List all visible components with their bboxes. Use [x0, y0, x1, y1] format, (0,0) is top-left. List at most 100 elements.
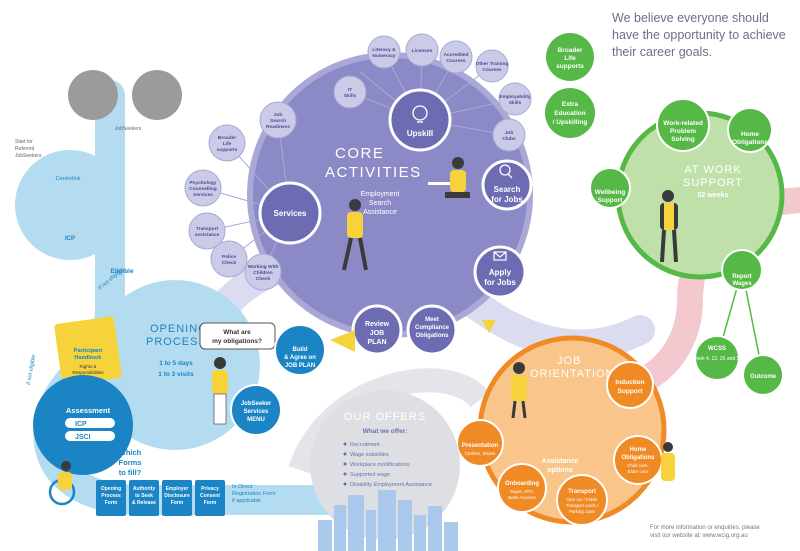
services-satellite-label: Psychology: [190, 180, 217, 186]
services-satellite[interactable]: [184, 169, 222, 207]
handbook-4: Responsibilities: [72, 370, 104, 375]
person-walking: [342, 199, 368, 271]
opening-title-2: PROCESS: [146, 336, 207, 348]
upskill-satellite-label: Job: [505, 130, 514, 136]
centrelink-label: Centrelink: [56, 176, 81, 182]
direct-reg-3: if applicable: [232, 498, 261, 504]
upskill-satellite[interactable]: [498, 82, 532, 116]
jsci-pill[interactable]: [65, 431, 115, 441]
upskill-satellite[interactable]: [492, 118, 526, 152]
build-job-plan-node[interactable]: [274, 324, 326, 376]
core-activities-circle: [250, 55, 530, 335]
services-satellite-label: Children: [253, 270, 273, 276]
at-work-title-1: AT WORK: [684, 164, 741, 176]
offer-item: Workplace modifications: [350, 462, 410, 468]
report-wages-node[interactable]: [721, 249, 763, 291]
upskill-satellite[interactable]: [439, 40, 473, 74]
job-or-title-1: JOB: [557, 355, 581, 367]
wellbeing-node[interactable]: [589, 167, 631, 209]
forms-q-1: Which: [119, 448, 142, 457]
onboarding-node[interactable]: [497, 463, 547, 513]
induction-1: Induction: [615, 379, 644, 386]
footer-line-1: For more information or enquiries, pleas…: [650, 525, 760, 531]
employment-search-2: Search: [369, 200, 391, 207]
wcss-node[interactable]: [694, 335, 740, 381]
at-work-weeks: 52 weeks: [698, 192, 729, 199]
upskill-satellite-label: Numeracy: [372, 53, 396, 59]
presentation-node[interactable]: [456, 419, 504, 467]
upskill-satellite-label: Courses: [446, 58, 466, 64]
services-satellite-label: Police: [222, 254, 236, 260]
form-card[interactable]: [96, 480, 126, 516]
extra-education-node[interactable]: [545, 88, 595, 138]
form-card-label: Form: [204, 500, 217, 506]
services-satellite[interactable]: [208, 124, 246, 162]
icp-label: ICP: [75, 421, 87, 428]
meet-compliance-node[interactable]: [406, 304, 458, 356]
person-opening: [212, 357, 228, 425]
form-card-label: Process: [101, 493, 121, 499]
services-satellite[interactable]: [244, 253, 282, 291]
upskill-satellite[interactable]: [405, 33, 439, 67]
upskill-satellite-label: Literacy &: [372, 47, 396, 53]
work-problem-1: Work-related: [663, 120, 703, 127]
search-for-jobs-node[interactable]: [481, 159, 533, 211]
jobseeker-services-menu-node[interactable]: [230, 384, 282, 436]
offer-item: Recruitment: [350, 442, 380, 448]
onboarding-2: Super, ATO,: [510, 489, 534, 494]
broader-life-node[interactable]: [546, 33, 594, 81]
report-wages-1: Report: [732, 274, 751, 280]
offer-bullet: [343, 442, 347, 446]
build-3: JOB PLAN: [285, 363, 315, 369]
form-card[interactable]: [129, 480, 159, 516]
report-wages-2: Wages: [732, 281, 752, 287]
review-job-plan-node[interactable]: [351, 304, 403, 356]
core-title-1: CORE: [335, 145, 384, 162]
wellbeing-2: Support: [598, 197, 624, 204]
form-card[interactable]: [195, 480, 225, 516]
upskill-satellite[interactable]: [475, 49, 509, 83]
form-card-label: Disclosure: [164, 493, 190, 499]
upskill-satellite[interactable]: [367, 35, 401, 69]
upskill-satellite-label: Clubs: [502, 136, 516, 142]
build-1: Build: [293, 347, 308, 353]
left-loop-circle: [15, 150, 125, 260]
offers-subtitle: What we offer:: [363, 428, 408, 435]
offer-bullet: [343, 472, 347, 476]
services-satellite-label: Search: [270, 118, 286, 124]
home-ob-green-2: Obligations: [732, 139, 768, 146]
review-label-1: Review: [365, 321, 390, 328]
apply-label-1: Apply: [489, 268, 512, 277]
outcome-node[interactable]: [742, 354, 784, 396]
broader-life-3: supports: [556, 63, 584, 70]
services-satellite-label: Broader: [218, 135, 237, 141]
work-problem-node[interactable]: [656, 98, 710, 152]
home-obligations-green-node[interactable]: [727, 107, 773, 153]
assistance-1: Assistance: [542, 458, 579, 465]
wcss-weeks: (Week 4, 13, 26 and 52): [690, 356, 744, 362]
envelope-icon: [493, 251, 507, 261]
upskill-satellite[interactable]: [333, 75, 367, 109]
extra-ed-2: Education: [554, 110, 585, 117]
extra-ed-1: Extra: [562, 101, 579, 108]
induction-node[interactable]: [606, 361, 654, 409]
direct-reg-2: Registration Form: [232, 491, 276, 497]
transport-node[interactable]: [556, 474, 608, 526]
icp-pill[interactable]: [65, 418, 115, 428]
direct-reg-1: In Direct: [232, 484, 253, 490]
services-satellite[interactable]: [188, 212, 226, 250]
services-satellite-label: Services: [193, 192, 213, 198]
services-node[interactable]: [258, 181, 322, 245]
apply-for-jobs-node[interactable]: [473, 245, 527, 299]
form-card[interactable]: [162, 480, 192, 516]
forms-q-2: Forms: [119, 458, 142, 467]
forms-q-3: to fill?: [119, 468, 142, 477]
handbook-2: Handbook: [75, 355, 103, 361]
upskill-satellite-label: Skills: [509, 100, 522, 106]
avatar-right: [132, 70, 182, 120]
at-work-title-2: SUPPORT: [683, 177, 743, 189]
services-satellite[interactable]: [210, 240, 248, 278]
offers-title: OUR OFFERS: [344, 411, 426, 423]
services-satellite[interactable]: [259, 101, 297, 139]
services-satellite-label: Check: [222, 260, 237, 266]
